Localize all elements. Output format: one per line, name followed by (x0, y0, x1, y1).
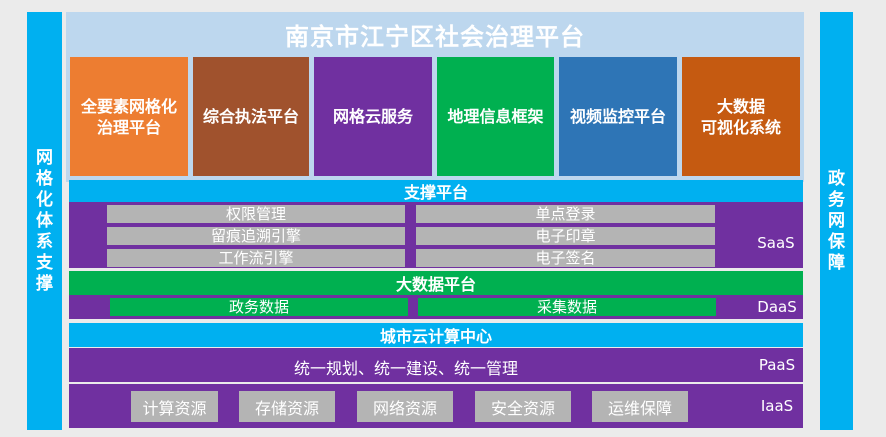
bigdata-platform-title: 大数据平台 (69, 271, 803, 295)
support-item-permission: 权限管理 (107, 205, 405, 223)
right-side-char: 务 (828, 189, 845, 210)
right-side-bar: 政 务 网 保 障 (820, 12, 853, 430)
app-tile-video: 视频监控平台 (559, 57, 677, 176)
right-side-char: 政 (828, 168, 845, 189)
resource-network: 网络资源 (357, 391, 453, 422)
app-tile-grid-governance: 全要素网格化 治理平台 (70, 57, 188, 176)
left-side-char: 系 (36, 231, 53, 252)
app-tile-bigdata-vis: 大数据 可视化系统 (682, 57, 800, 176)
support-item-sso: 单点登录 (416, 205, 715, 223)
daas-tag: DaaS (757, 298, 797, 316)
paas-block (69, 348, 803, 382)
left-side-bar: 网 格 化 体 系 支 撑 (27, 12, 62, 430)
app-tile-grid-cloud: 网格云服务 (314, 57, 432, 176)
bigdata-item-collected-data: 采集数据 (418, 298, 716, 316)
page-title: 南京市江宁区社会治理平台 (285, 22, 585, 51)
left-side-char: 撑 (36, 273, 53, 294)
right-side-char: 保 (828, 231, 845, 252)
support-item-trace-engine: 留痕追溯引擎 (107, 227, 405, 245)
support-item-e-signature: 电子签名 (416, 249, 715, 267)
saas-tag: SaaS (757, 234, 795, 252)
paas-tag: PaaS (758, 356, 796, 374)
paas-text: 统一规划、统一建设、统一管理 (293, 359, 518, 378)
support-item-workflow-engine: 工作流引擎 (107, 249, 405, 267)
resource-storage: 存储资源 (239, 391, 335, 422)
resource-compute: 计算资源 (131, 391, 218, 422)
iaas-tag: IaaS (760, 397, 794, 415)
app-tile-law-enforcement: 综合执法平台 (193, 57, 309, 176)
right-side-char: 网 (828, 210, 845, 231)
cloud-center-title: 城市云计算中心 (69, 323, 803, 347)
left-side-char: 支 (36, 252, 53, 273)
left-side-char: 体 (36, 210, 53, 231)
bigdata-item-government-data: 政务数据 (110, 298, 408, 316)
left-side-char: 格 (36, 168, 53, 189)
left-side-char: 网 (36, 147, 53, 168)
resource-ops: 运维保障 (592, 391, 688, 422)
left-side-char: 化 (36, 189, 53, 210)
right-side-char: 障 (828, 252, 845, 273)
support-item-e-seal: 电子印章 (416, 227, 715, 245)
support-platform-title: 支撑平台 (69, 180, 803, 202)
app-tile-gis: 地理信息框架 (437, 57, 554, 176)
title-bar (66, 12, 804, 182)
resource-security: 安全资源 (475, 391, 571, 422)
